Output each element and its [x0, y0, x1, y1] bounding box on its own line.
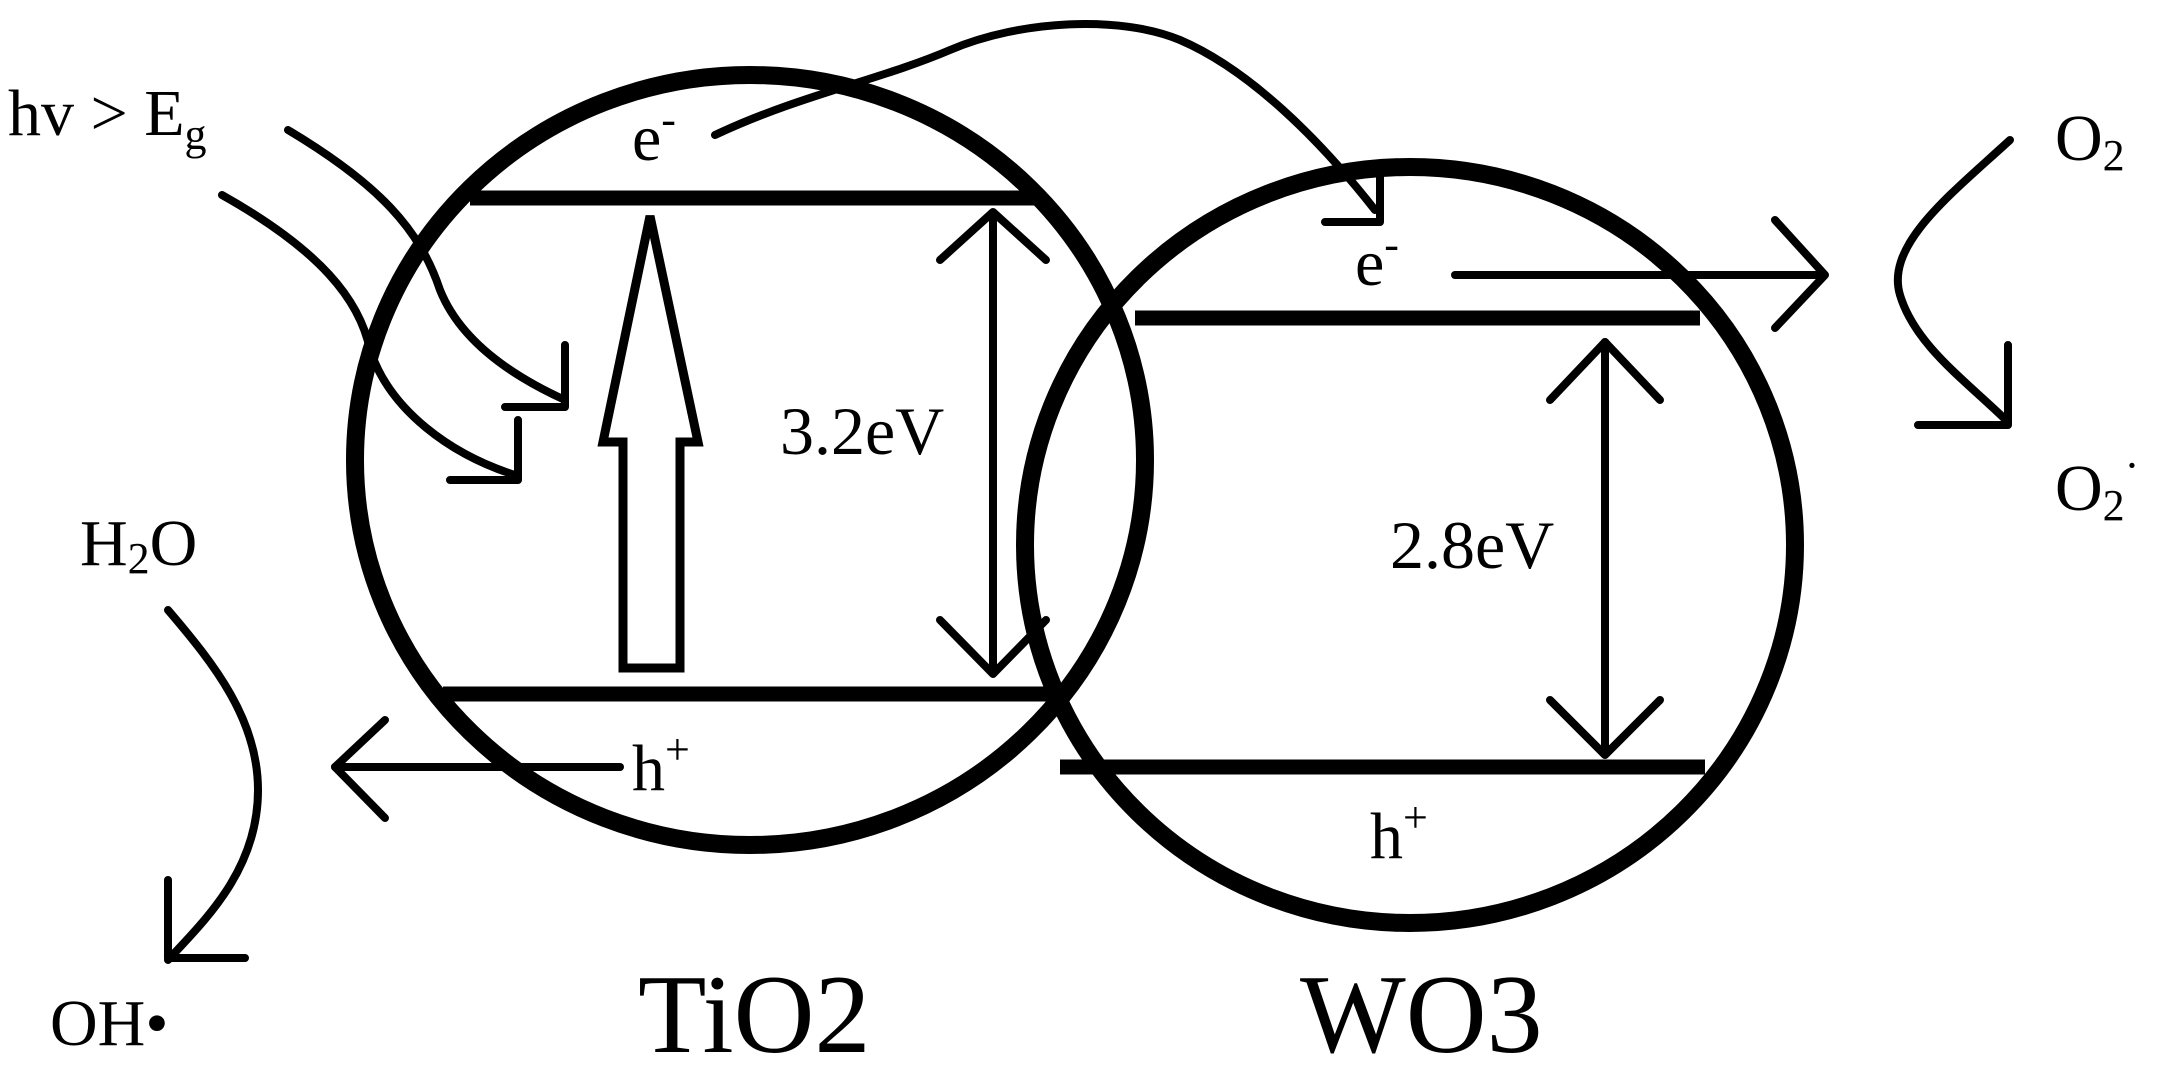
wo3-bandgap-arrow-bottom-head: [1546, 696, 1664, 759]
wo3-label-main: WO: [1300, 953, 1487, 1075]
tio2-label: TiO2: [638, 953, 870, 1075]
wo3-electron-sup: -: [1384, 220, 1399, 269]
oxygen-product-sup: ·: [2125, 441, 2140, 490]
photon-arrow-lower: [218, 191, 522, 480]
wo3-particle-circle: [1016, 158, 1804, 932]
wo3-electron-label: e-: [1355, 220, 1399, 300]
hydroxyl-product-label: OH•: [50, 987, 168, 1060]
oxygen-product-sub: 2: [2103, 481, 2125, 530]
wo3-label-sub: 3: [1487, 953, 1543, 1075]
wo3-electron-base: e: [1355, 227, 1384, 300]
wo3-bandgap-label: 2.8eV: [1390, 507, 1554, 583]
water-reactant-post: O: [150, 507, 198, 580]
tio2-electron-base: e: [632, 102, 661, 175]
wo3-bandgap-arrow-top-head: [1546, 338, 1664, 404]
tio2-hole-label: h+: [632, 725, 690, 805]
electron-to-oxygen-arrow-head: [1771, 216, 1829, 332]
tio2-bandgap-arrow-top-head: [936, 208, 1050, 264]
wo3-hole-sup: +: [1403, 793, 1428, 842]
electron-transfer-arrow: [711, 19, 1379, 214]
wo3-hole-base: h: [1370, 800, 1403, 873]
photon-arrow-upper-head: [501, 341, 569, 411]
illumination-subscript: g: [185, 110, 207, 159]
wo3-label: WO3: [1300, 953, 1543, 1075]
tio2-hole-base: h: [632, 732, 665, 805]
oxygen-reactant-sub: 2: [2103, 131, 2125, 180]
water-reactant-pre: H: [80, 507, 128, 580]
tio2-particle-circle: [346, 66, 1154, 854]
water-reactant-label: H2O: [80, 507, 197, 583]
oxygen-reduction-arrow: [1894, 136, 2014, 426]
hole-to-water-arrow-head: [331, 716, 389, 822]
tio2-bandgap-label: 3.2eV: [780, 393, 944, 469]
water-oxidation-arrow-head: [164, 876, 249, 962]
illumination-label: hv > Eg: [8, 77, 207, 159]
water-reactant-sub: 2: [128, 534, 150, 583]
water-oxidation-arrow: [164, 606, 262, 964]
oxygen-reactant-label: O2: [2055, 102, 2125, 180]
oxygen-product-label: O2·: [2055, 441, 2139, 530]
oxygen-reduction-arrow-head: [1914, 341, 2012, 429]
excitation-arrow: [597, 215, 704, 673]
tio2-label-main: TiO: [638, 953, 814, 1075]
electron-transfer-arrow-head: [1321, 166, 1384, 226]
tio2-label-sub: 2: [814, 953, 870, 1075]
oxygen-product-main: O: [2055, 452, 2103, 525]
tio2-bandgap-arrow-bottom-head: [936, 616, 1050, 678]
photon-arrow-lower-head: [446, 416, 522, 484]
tio2-electron-sup: -: [661, 95, 676, 144]
tio2-electron-label: e-: [632, 95, 676, 175]
illumination-prefix: hv > E: [8, 77, 185, 150]
oxygen-reactant-main: O: [2055, 102, 2103, 175]
wo3-hole-label: h+: [1370, 793, 1428, 873]
photon-arrow-upper: [284, 126, 569, 404]
tio2-hole-sup: +: [665, 725, 690, 774]
